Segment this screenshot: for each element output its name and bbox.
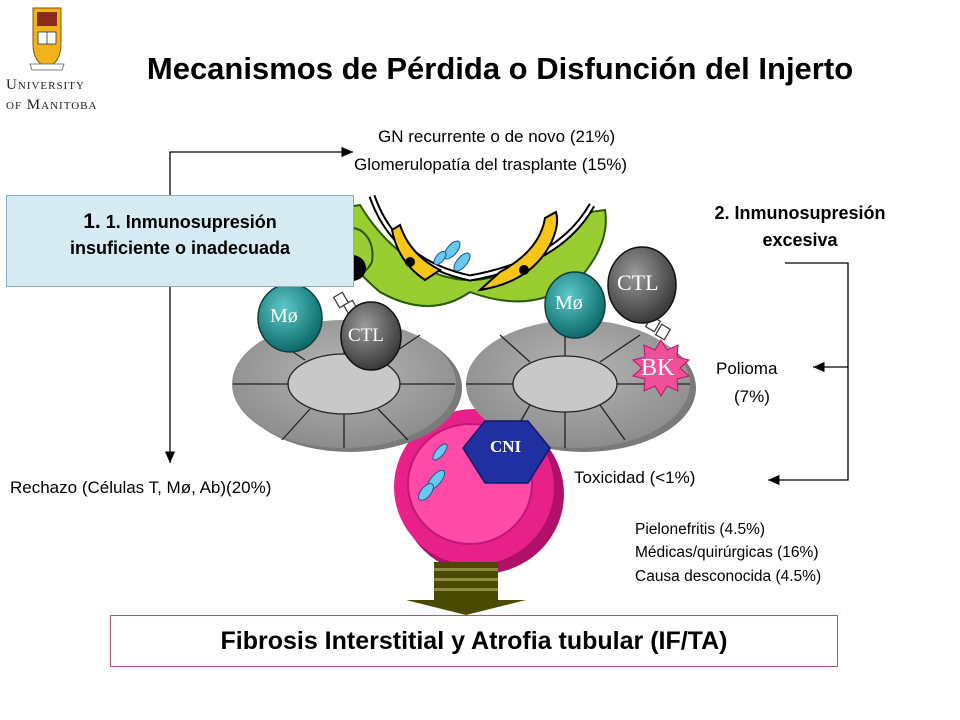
ctl-right-label: CTL xyxy=(617,270,659,295)
mo-right-label: Mø xyxy=(555,292,583,314)
logo-line-1: University xyxy=(6,77,85,93)
cause-item: Médicas/quirúrgicas (16%) xyxy=(635,544,819,562)
ctl-right xyxy=(607,246,677,324)
cni-label: CNI xyxy=(490,437,522,456)
other-causes-list: Pielonefritis (4.5%) Médicas/quirúrgicas… xyxy=(635,518,821,588)
university-crest-icon xyxy=(29,7,65,71)
cause-item: Causa desconocida (4.5%) xyxy=(635,567,822,585)
polioma-percent: (7%) xyxy=(734,387,770,406)
rechazo-label: Rechazo (Células T, Mø, Ab)(20%) xyxy=(10,478,272,497)
macrophage-right xyxy=(544,271,606,339)
arrow-from-excesiva xyxy=(768,262,849,486)
glomerulopatia-label: Glomerulopatía del trasplante (15%) xyxy=(354,155,628,174)
arrow-to-gn xyxy=(169,146,353,195)
cause-item: Pielonefritis (4.5%) xyxy=(635,521,766,538)
ctl-left-label: CTL xyxy=(348,325,384,346)
box1-line2: insuficiente o inadecuada xyxy=(69,238,291,259)
mo-left-label: Mø xyxy=(270,305,298,327)
excessive-immunosuppression-label: 2. Inmunosupresión excesiva xyxy=(680,200,920,254)
cni-hexagon xyxy=(462,420,551,484)
box2-line1: 2. Inmunosupresión xyxy=(714,203,886,223)
connector-arrows xyxy=(164,146,849,486)
box2-line2: excesiva xyxy=(762,230,838,250)
bk-virus-icon xyxy=(631,339,691,397)
polioma-label: Polioma xyxy=(716,359,778,378)
fibrosis-outcome-box: Fibrosis Interstitial y Atrofia tubular … xyxy=(110,615,838,667)
insufficient-immunosuppression-box: 1. 1. Inmunosupresión insuficiente o ina… xyxy=(6,195,354,287)
box1-line1: 1. Inmunosupresión xyxy=(105,212,277,232)
university-logo-text: University of Manitoba xyxy=(6,76,97,115)
box1-number: 1. xyxy=(83,210,101,233)
tubule-right xyxy=(466,320,696,452)
down-arrow-icon xyxy=(406,562,526,615)
page-title: Mecanismos de Pérdida o Disfunción del I… xyxy=(146,51,854,86)
bk-label: BK xyxy=(641,355,675,381)
logo-line-2: of Manitoba xyxy=(6,96,98,113)
toxicidad-label: Toxicidad (<1%) xyxy=(574,468,696,487)
gn-recurrente-label: GN recurrente o de novo (21%) xyxy=(378,127,616,146)
ctl-left xyxy=(340,301,402,371)
